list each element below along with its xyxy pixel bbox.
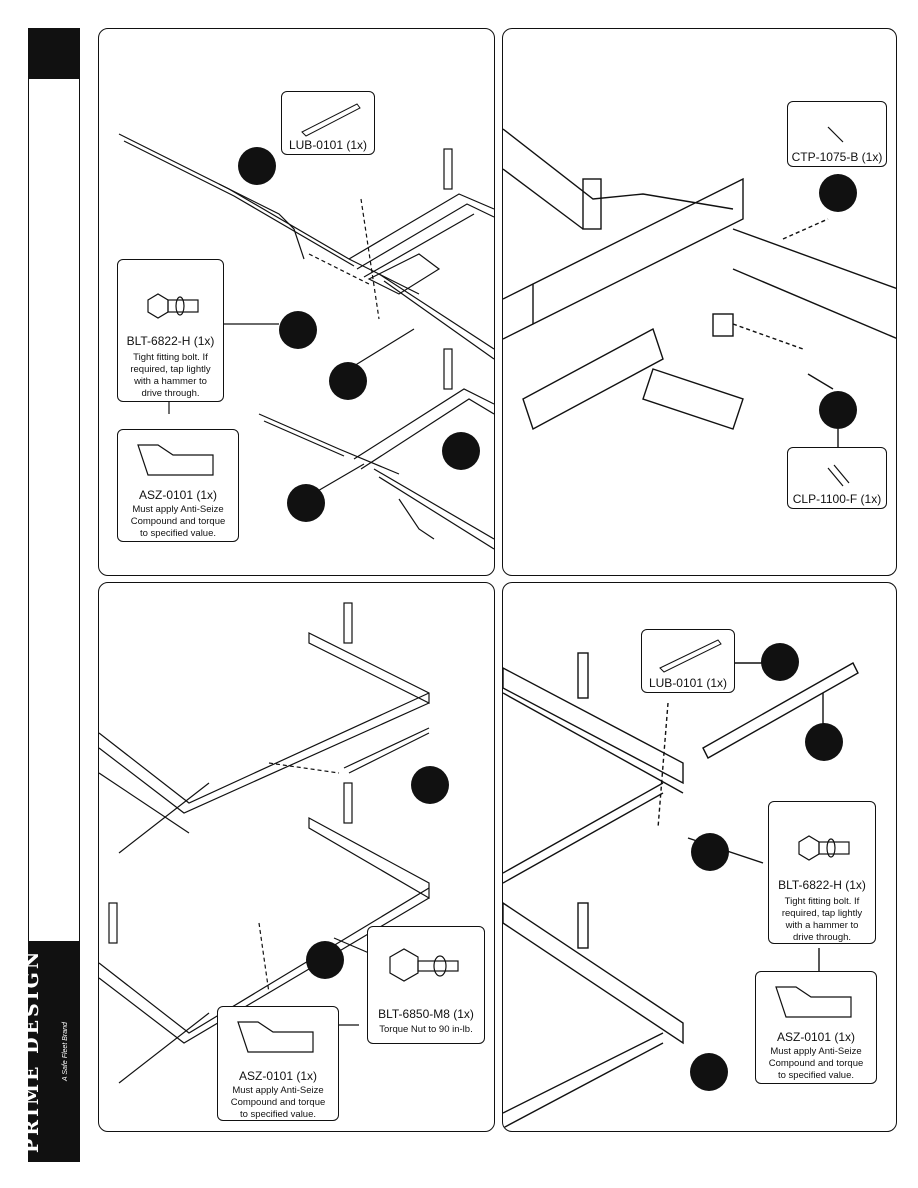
part-note: Must apply Anti-Seize Compound and torqu… bbox=[130, 504, 226, 539]
part-label: ASZ-0101 (1x) bbox=[776, 1030, 856, 1044]
step-marker bbox=[238, 147, 276, 185]
anti-seize-tube-icon bbox=[237, 1021, 314, 1053]
blt-6822-h-callout: BLT-6822-H (1x) Tight fitting bolt. If r… bbox=[117, 259, 224, 402]
sidebar: PRIME DESIGN A Safe Fleet Brand bbox=[21, 28, 81, 1162]
part-note: Tight fitting bolt. If required, tap lig… bbox=[130, 352, 211, 399]
asz-0101-callout: ASZ-0101 (1x) Must apply Anti-Seize Comp… bbox=[217, 1006, 339, 1121]
part-note: Must apply Anti-Seize Compound and torqu… bbox=[230, 1085, 326, 1120]
step-marker bbox=[287, 484, 325, 522]
step-marker bbox=[690, 1053, 728, 1091]
part-label: ASZ-0101 (1x) bbox=[238, 1069, 318, 1083]
blt-6850-m8-callout: BLT-6850-M8 (1x) Torque Nut to 90 in-lb. bbox=[367, 926, 485, 1044]
flange-bolt-icon bbox=[389, 948, 459, 982]
anti-seize-tube-icon bbox=[775, 986, 852, 1018]
lub-0101-callout: LUB-0101 (1x) bbox=[641, 629, 735, 693]
step-marker bbox=[691, 833, 729, 871]
panel-4-drawing bbox=[503, 652, 859, 1129]
asz-0101-callout: ASZ-0101 (1x) Must apply Anti-Seize Comp… bbox=[755, 971, 877, 1084]
part-note: Torque Nut to 90 in-lb. bbox=[379, 1024, 473, 1035]
part-label: BLT-6850-M8 (1x) bbox=[378, 1007, 474, 1021]
panel-step-3: BLT-6850-M8 (1x) Torque Nut to 90 in-lb.… bbox=[98, 582, 495, 1132]
step-marker bbox=[411, 766, 449, 804]
lubricant-tube-icon bbox=[659, 639, 722, 673]
panel-step-1: LUB-0101 (1x) BLT-6822-H (1x) Tight fitt… bbox=[98, 28, 495, 576]
lub-0101-callout: LUB-0101 (1x) bbox=[281, 91, 375, 155]
part-note: Tight fitting bolt. If required, tap lig… bbox=[781, 896, 863, 943]
brand-name: PRIME DESIGN bbox=[21, 948, 43, 1153]
step-marker bbox=[761, 643, 799, 681]
step-marker bbox=[442, 432, 480, 470]
ctp-1075-b-callout: CTP-1075-B (1x) bbox=[787, 101, 887, 167]
step-marker bbox=[306, 941, 344, 979]
bolt-icon bbox=[147, 293, 199, 319]
panel-1-drawing bbox=[118, 133, 494, 550]
brand-logo: PRIME DESIGN A Safe Fleet Brand bbox=[21, 941, 81, 1161]
panel-step-4: LUB-0101 (1x) BLT-6822-H (1x) Tight fitt… bbox=[502, 582, 897, 1132]
anti-seize-tube-icon bbox=[137, 444, 214, 476]
panel-3-drawing bbox=[99, 602, 430, 1084]
part-label: LUB-0101 (1x) bbox=[288, 138, 368, 152]
sidebar-brand-block: PRIME DESIGN A Safe Fleet Brand bbox=[21, 941, 81, 1161]
part-label: LUB-0101 (1x) bbox=[648, 676, 728, 690]
clp-1100-f-callout: CLP-1100-F (1x) bbox=[787, 447, 887, 509]
step-marker bbox=[819, 391, 857, 429]
bolt-icon bbox=[798, 835, 850, 861]
step-marker bbox=[805, 723, 843, 761]
sidebar-top-block bbox=[29, 29, 79, 79]
blt-6822-h-callout: BLT-6822-H (1x) Tight fitting bolt. If r… bbox=[768, 801, 876, 944]
step-marker bbox=[819, 174, 857, 212]
step-marker bbox=[329, 362, 367, 400]
step-marker bbox=[279, 311, 317, 349]
cotter-pin-icon bbox=[827, 126, 844, 143]
lubricant-tube-icon bbox=[301, 103, 361, 137]
part-note: Must apply Anti-Seize Compound and torqu… bbox=[768, 1046, 864, 1081]
clevis-pin-icon bbox=[827, 464, 850, 487]
brand-tagline: A Safe Fleet Brand bbox=[62, 1022, 69, 1081]
part-label: CTP-1075-B (1x) bbox=[791, 150, 883, 164]
part-label: BLT-6822-H (1x) bbox=[126, 334, 215, 348]
asz-0101-callout: ASZ-0101 (1x) Must apply Anti-Seize Comp… bbox=[117, 429, 239, 542]
part-label: ASZ-0101 (1x) bbox=[138, 488, 218, 502]
part-label: BLT-6822-H (1x) bbox=[778, 878, 866, 892]
panel-2-drawing bbox=[503, 128, 896, 447]
panel-step-2: CTP-1075-B (1x) CLP-1100-F (1x) bbox=[502, 28, 897, 576]
part-label: CLP-1100-F (1x) bbox=[792, 492, 882, 506]
